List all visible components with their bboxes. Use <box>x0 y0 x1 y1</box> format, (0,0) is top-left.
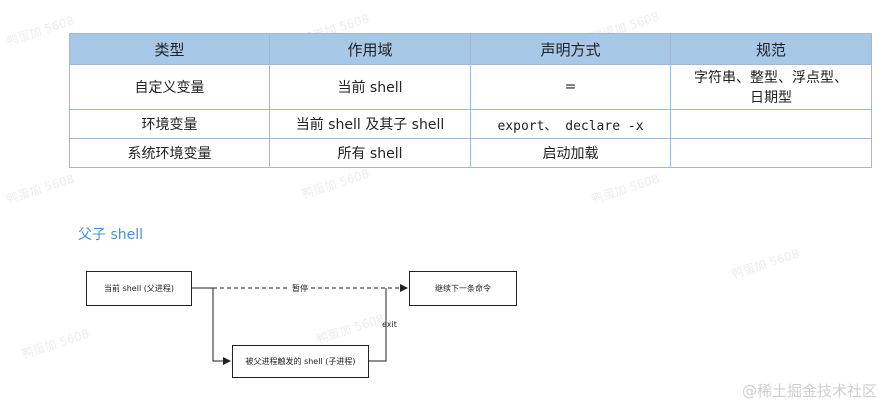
cell-scope: 所有 shell <box>269 138 471 168</box>
exit-arrow <box>369 288 387 362</box>
exit-label: exit <box>382 320 397 329</box>
cell-spec: 字符串、整型、浮点型、 日期型 <box>670 64 872 110</box>
table-row: 环境变量 当前 shell 及其子 shell export、 declare … <box>69 109 872 139</box>
cell-scope: 当前 shell <box>269 64 471 110</box>
cell-declaration: 启动加载 <box>470 138 671 168</box>
table-row: 自定义变量 当前 shell = 字符串、整型、浮点型、 日期型 <box>69 64 872 110</box>
cell-scope: 当前 shell 及其子 shell <box>269 109 471 139</box>
cell-spec-line2: 日期型 <box>750 90 792 106</box>
cell-spec <box>670 138 872 168</box>
cell-declaration: = <box>470 64 671 110</box>
cell-declaration: export、 declare -x <box>470 109 671 139</box>
header-spec: 规范 <box>670 33 872 65</box>
pause-label: 暂停 <box>290 283 310 294</box>
table-header-row: 类型 作用域 声明方式 规范 <box>69 33 872 65</box>
cell-type: 系统环境变量 <box>69 138 270 168</box>
section-title: 父子 shell <box>78 227 144 243</box>
header-type: 类型 <box>69 33 270 65</box>
child-shell-box: 被父进程触发的 shell (子进程) <box>232 345 369 378</box>
parent-shell-box: 当前 shell (父进程) <box>86 271 192 306</box>
cell-spec-line1: 字符串、整型、浮点型、 <box>694 70 848 86</box>
fork-arrow <box>192 287 231 365</box>
table-row: 系统环境变量 所有 shell 启动加载 <box>69 138 872 168</box>
continue-command-box: 继续下一条命令 <box>409 271 517 306</box>
credit-watermark: @稀土掘金技术社区 <box>741 382 877 400</box>
variables-table: 类型 作用域 声明方式 规范 自定义变量 当前 shell = 字符串、整型、浮… <box>69 33 872 168</box>
cell-type: 自定义变量 <box>69 64 270 110</box>
